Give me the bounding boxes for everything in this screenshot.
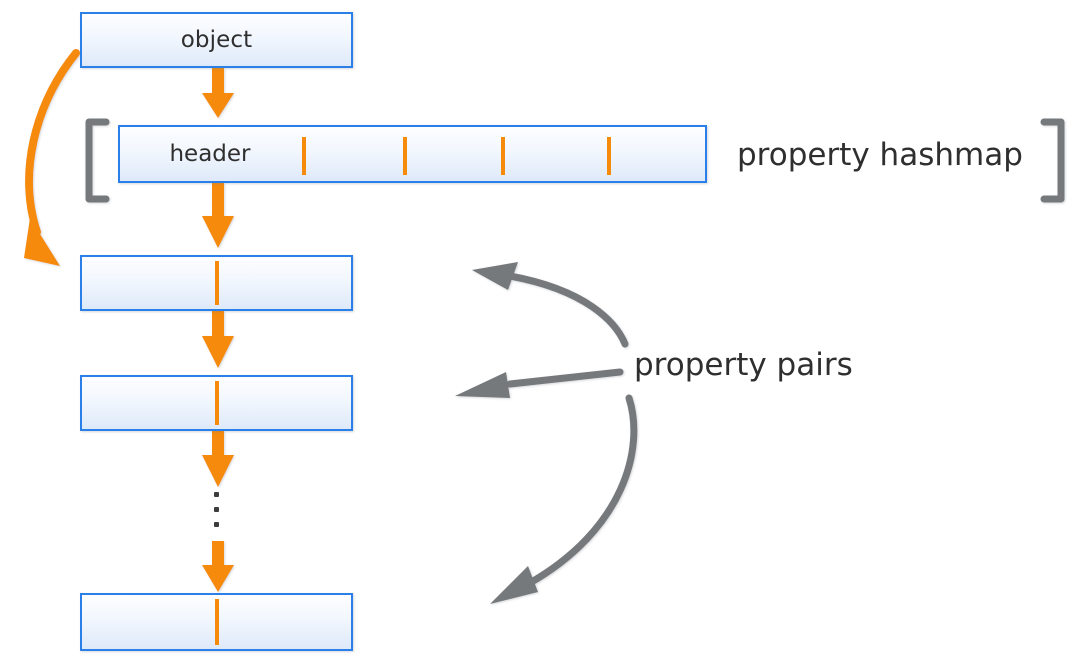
hashmap-slot-divider-4: [607, 137, 611, 175]
property-pair-box-1[interactable]: [80, 255, 353, 311]
gray-callout-arrow-lower: [490, 394, 638, 604]
property-pair-divider-3: [214, 599, 219, 645]
property-pair-divider-2: [214, 381, 219, 425]
orange-arrow-pair-1-to-pair-2: [202, 311, 234, 368]
hashmap-slot-divider-1: [302, 137, 306, 175]
hashmap-header-label: header: [169, 141, 251, 167]
orange-curved-arrow-object-to-pair: [24, 49, 80, 266]
hashmap-slot-divider-3: [501, 137, 505, 175]
property-pair-divider-1: [214, 261, 219, 305]
gray-callout-arrow-middle: [455, 368, 624, 398]
orange-arrow-ellipsis-to-pair-3: [202, 541, 234, 592]
orange-arrow-pair-2-to-ellipsis: [202, 431, 234, 487]
property-hashmap-label: property hashmap: [737, 137, 1023, 173]
orange-arrow-hashmap-to-pair-1: [202, 183, 234, 248]
vertical-ellipsis-icon: [214, 492, 221, 536]
bracket-right-icon: [1040, 118, 1065, 203]
property-pair-box-3[interactable]: [80, 593, 353, 651]
orange-arrow-object-to-hashmap: [202, 68, 234, 118]
property-pairs-label: property pairs: [634, 347, 853, 383]
hashmap-slot-divider-2: [403, 137, 407, 175]
property-hashmap-row[interactable]: header: [118, 125, 707, 183]
object-box-label: object: [180, 27, 253, 53]
object-box[interactable]: object: [80, 12, 353, 68]
bracket-left-icon: [85, 118, 110, 203]
property-pair-box-2[interactable]: [80, 375, 353, 431]
gray-callout-arrow-upper: [472, 262, 629, 348]
